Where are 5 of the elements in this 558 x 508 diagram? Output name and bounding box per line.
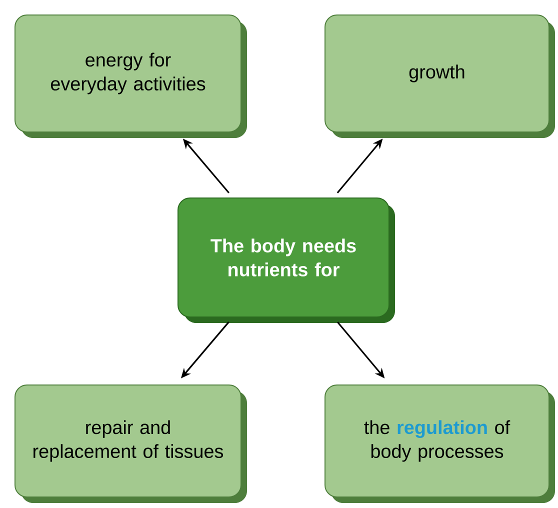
topic-box: energy for everyday activities (14, 14, 247, 138)
topic-box: the regulation of body processes (324, 384, 555, 503)
topic-box: growth (324, 14, 555, 138)
central-box: The body needs nutrients for (178, 198, 395, 323)
topic-box: repair and replacement of tissues (14, 384, 247, 503)
